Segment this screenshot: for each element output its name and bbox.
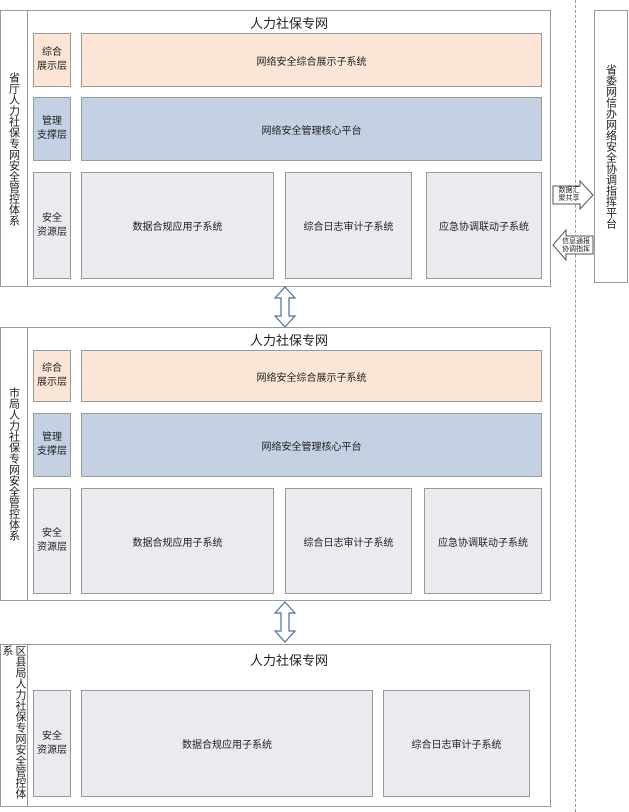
arrow-data-aggregation xyxy=(552,180,594,210)
provincial-emergency-subsystem: 应急协调联动子系统 xyxy=(426,172,542,279)
arrow-info-notification xyxy=(552,229,594,261)
provincial-layer-resource: 安全 资源层 xyxy=(33,172,71,279)
provincial-data-compliance-subsystem: 数据合规应用子系统 xyxy=(81,172,274,279)
provincial-display-subsystem: 网络安全综合展示子系统 xyxy=(81,33,542,87)
city-core-platform: 网络安全管理核心平台 xyxy=(81,413,542,477)
city-emergency-subsystem: 应急协调联动子系统 xyxy=(424,488,542,594)
vertical-double-arrow-1 xyxy=(274,286,296,328)
city-layer-resource: 安全 资源层 xyxy=(33,488,71,594)
provincial-core-platform: 网络安全管理核心平台 xyxy=(81,97,542,161)
county-side-label: 区县局人力社保专网安全管控体系 xyxy=(0,644,28,807)
provincial-log-audit-subsystem: 综合日志审计子系统 xyxy=(285,172,412,279)
county-layer-resource: 安全 资源层 xyxy=(33,690,71,797)
arrow-data-aggregation-label: 数据汇 聚共享 xyxy=(558,186,580,202)
city-layer-display: 综合 展示层 xyxy=(33,350,71,402)
vertical-double-arrow-2 xyxy=(274,601,296,643)
county-log-audit-subsystem: 综合日志审计子系统 xyxy=(383,690,530,797)
city-layer-management: 管理 支撑层 xyxy=(33,413,71,477)
city-side-label: 市局人力社保专网安全管控体系 xyxy=(0,327,28,601)
county-data-compliance-subsystem: 数据合规应用子系统 xyxy=(81,690,373,797)
arrow-info-notification-label: 信息通报 协调指挥 xyxy=(562,237,590,253)
city-log-audit-subsystem: 综合日志审计子系统 xyxy=(285,488,412,594)
provincial-title: 人力社保专网 xyxy=(249,17,328,32)
city-display-subsystem: 网络安全综合展示子系统 xyxy=(81,350,542,402)
external-platform: 省委网信办网络安全协调指挥平台 xyxy=(594,10,628,283)
provincial-layer-management: 管理 支撑层 xyxy=(33,97,71,161)
county-title: 人力社保专网 xyxy=(249,654,328,669)
provincial-layer-display: 综合 展示层 xyxy=(33,33,71,87)
city-title: 人力社保专网 xyxy=(249,334,328,349)
dashed-separator xyxy=(575,0,576,812)
city-data-compliance-subsystem: 数据合规应用子系统 xyxy=(81,488,274,594)
provincial-side-label: 省厅人力社保专网安全管控体系 xyxy=(0,10,28,287)
